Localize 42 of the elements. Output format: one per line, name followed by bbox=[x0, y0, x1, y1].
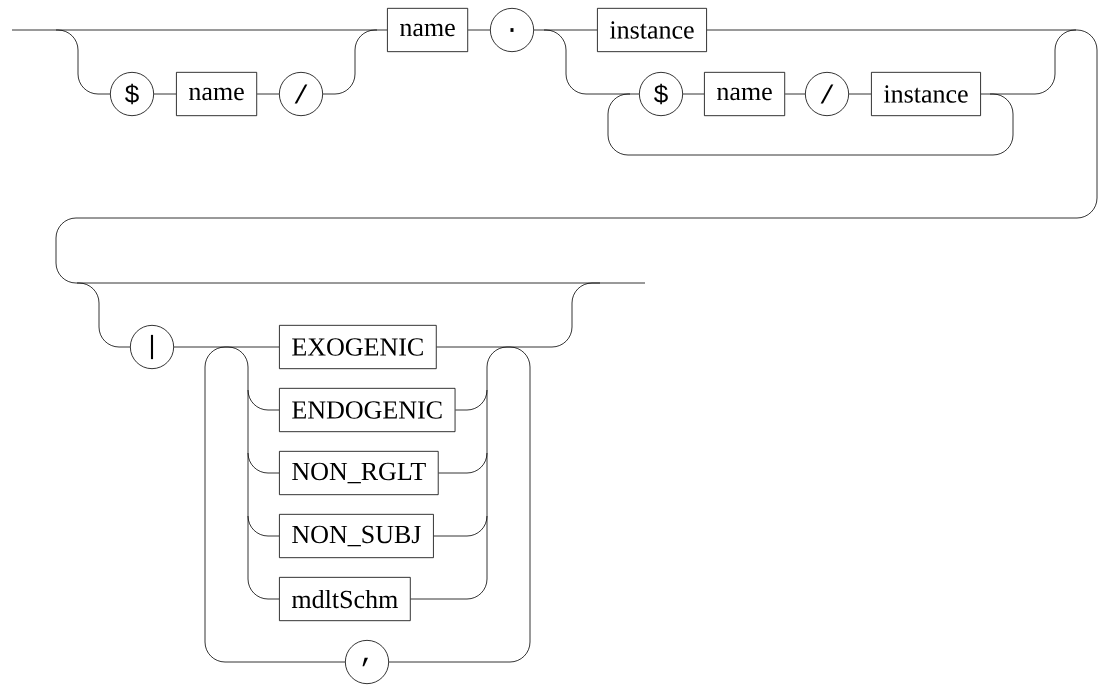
railroad-track bbox=[629, 93, 640, 95]
railroad-track bbox=[486, 366, 488, 391]
railroad-track bbox=[388, 346, 531, 663]
nonterminal-box: instance bbox=[871, 71, 981, 117]
railroad-track bbox=[467, 29, 491, 31]
railroad-track bbox=[486, 452, 488, 517]
railroad-track bbox=[706, 29, 1077, 31]
railroad-track bbox=[410, 578, 488, 600]
railroad-track bbox=[486, 515, 488, 580]
nonterminal-box: NON_SUBJ bbox=[279, 513, 434, 559]
railroad-track bbox=[11, 29, 57, 31]
railroad-track bbox=[247, 578, 280, 600]
railroad-track bbox=[153, 93, 177, 95]
railroad-track bbox=[225, 346, 249, 368]
railroad-track bbox=[486, 389, 488, 454]
railroad-track bbox=[508, 282, 601, 348]
railroad-track bbox=[55, 29, 1098, 284]
nonterminal-box: name bbox=[176, 71, 258, 117]
railroad-track bbox=[607, 93, 1014, 156]
railroad-track bbox=[533, 29, 545, 31]
nonterminal-box: ENDOGENIC bbox=[279, 387, 456, 433]
nonterminal-box: instance bbox=[597, 7, 707, 53]
railroad-track bbox=[247, 452, 249, 517]
railroad-track bbox=[247, 515, 249, 580]
railroad-track bbox=[784, 93, 806, 95]
nonterminal-box: name bbox=[704, 71, 786, 117]
railroad-track bbox=[256, 93, 280, 95]
nonterminal-box: mdltSchm bbox=[279, 576, 411, 622]
nonterminal-box: EXOGENIC bbox=[279, 324, 437, 370]
railroad-track bbox=[682, 93, 705, 95]
railroad-track bbox=[247, 389, 249, 454]
railroad-track bbox=[204, 346, 346, 663]
railroad-track bbox=[436, 346, 510, 348]
railroad-track bbox=[322, 29, 378, 95]
railroad-track bbox=[848, 93, 872, 95]
railroad-track bbox=[376, 29, 388, 31]
railroad-track bbox=[76, 282, 131, 348]
railroad-track bbox=[980, 93, 991, 95]
railroad-track bbox=[247, 366, 249, 391]
nonterminal-box: NON_RGLT bbox=[279, 450, 439, 496]
nonterminal-box: name bbox=[387, 7, 469, 53]
railroad-track bbox=[599, 282, 646, 284]
